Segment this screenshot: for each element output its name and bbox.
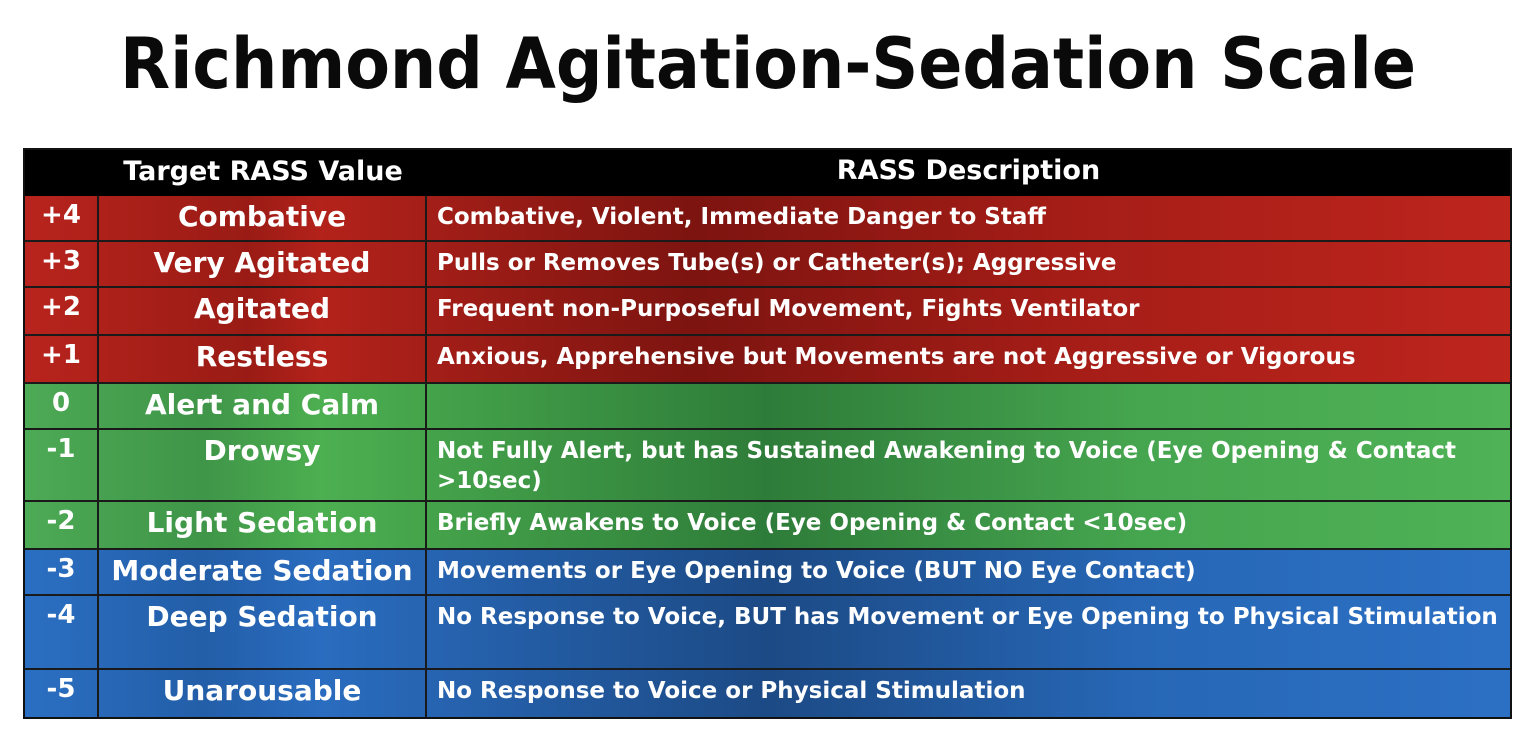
- rass-term: Drowsy: [99, 430, 427, 500]
- rass-score: -3: [25, 550, 99, 594]
- rass-table: Target RASS Value RASS Description +4 Co…: [23, 148, 1512, 719]
- table-row-minus2: -2 Light Sedation Briefly Awakens to Voi…: [25, 502, 1510, 550]
- table-row-minus3: -3 Moderate Sedation Movements or Eye Op…: [25, 550, 1510, 596]
- header-score: [25, 150, 99, 196]
- rass-description: Pulls or Removes Tube(s) or Catheter(s);…: [437, 250, 1117, 276]
- rass-score: -1: [25, 430, 99, 500]
- rass-score: +1: [25, 336, 99, 382]
- rass-description: No Response to Voice, BUT has Movement o…: [437, 604, 1498, 630]
- table-row-zero: 0 Alert and Calm: [25, 384, 1510, 430]
- rass-description: No Response to Voice or Physical Stimula…: [437, 678, 1026, 704]
- rass-score: -2: [25, 502, 99, 548]
- table-row-plus2: +2 Agitated Frequent non-Purposeful Move…: [25, 288, 1510, 336]
- table-header-row: Target RASS Value RASS Description: [25, 150, 1510, 196]
- header-target-rass-value: Target RASS Value: [123, 156, 403, 187]
- rass-term: Combative: [99, 196, 427, 240]
- rass-term: Alert and Calm: [99, 384, 427, 428]
- table-row-plus3: +3 Very Agitated Pulls or Removes Tube(s…: [25, 242, 1510, 288]
- rass-score: +4: [25, 196, 99, 240]
- table-row-minus4: -4 Deep Sedation No Response to Voice, B…: [25, 596, 1510, 670]
- table-row-minus5: -5 Unarousable No Response to Voice or P…: [25, 670, 1510, 717]
- rass-description: Combative, Violent, Immediate Danger to …: [437, 204, 1046, 230]
- rass-description: Not Fully Alert, but has Sustained Awake…: [437, 438, 1457, 494]
- rass-term: Light Sedation: [99, 502, 427, 548]
- rass-score: 0: [25, 384, 99, 428]
- rass-term: Deep Sedation: [99, 596, 427, 668]
- table-row-plus1: +1 Restless Anxious, Apprehensive but Mo…: [25, 336, 1510, 384]
- rass-description: [427, 384, 1510, 428]
- rass-description: Movements or Eye Opening to Voice (BUT N…: [437, 558, 1196, 584]
- rass-term: Agitated: [99, 288, 427, 334]
- rass-term: Very Agitated: [99, 242, 427, 286]
- table-row-plus4: +4 Combative Combative, Violent, Immedia…: [25, 196, 1510, 242]
- header-rass-description: RASS Description: [836, 155, 1101, 186]
- rass-term: Unarousable: [99, 670, 427, 717]
- page-title: Richmond Agitation-Sedation Scale: [119, 23, 1417, 105]
- rass-score: +2: [25, 288, 99, 334]
- rass-description: Frequent non-Purposeful Movement, Fights…: [437, 296, 1140, 322]
- table-row-minus1: -1 Drowsy Not Fully Alert, but has Susta…: [25, 430, 1510, 502]
- rass-score: -4: [25, 596, 99, 668]
- rass-description: Anxious, Apprehensive but Movements are …: [437, 344, 1356, 370]
- rass-term: Restless: [99, 336, 427, 382]
- rass-term: Moderate Sedation: [99, 550, 427, 594]
- rass-score: -5: [25, 670, 99, 717]
- rass-score: +3: [25, 242, 99, 286]
- rass-description: Briefly Awakens to Voice (Eye Opening & …: [437, 510, 1188, 536]
